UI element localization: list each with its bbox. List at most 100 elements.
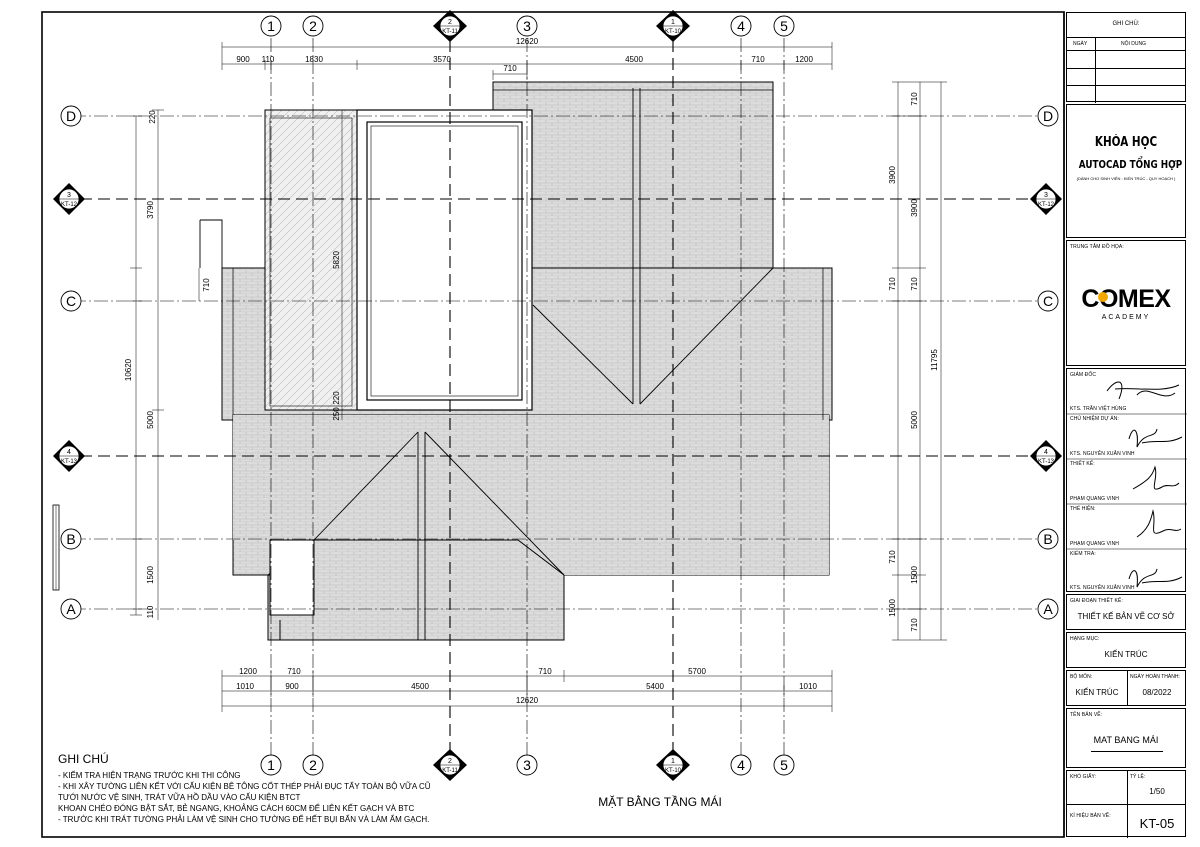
grid-bubble-row-B-right: B xyxy=(1037,528,1059,550)
svg-text:1500: 1500 xyxy=(146,566,155,584)
svg-text:1: 1 xyxy=(671,19,675,26)
svg-text:B: B xyxy=(66,531,75,547)
signature-block: GIÁM ĐỐC KTS. TRẦN VIỆT HÙNG CHỦ NHIỆM D… xyxy=(1066,368,1187,592)
scale-value: 1/50 xyxy=(1149,787,1165,796)
grid-bubble-col-2-bottom: 2 xyxy=(302,754,324,776)
svg-text:KT-12: KT-12 xyxy=(1038,202,1055,208)
svg-text:1010: 1010 xyxy=(236,682,254,691)
stair-box xyxy=(269,539,315,616)
grid-bubble-col-4-bottom: 4 xyxy=(730,754,752,776)
center-block: TRUNG TÂM ĐỒ HỌA: COMEX ACADEMY xyxy=(1066,240,1186,366)
note-line: - TRƯỚC KHI TRÁT TƯỜNG PHẢI LÀM VỆ SINH … xyxy=(58,815,430,824)
phase-block: GIAI ĐOẠN THIẾT KẾ: THIẾT KẾ BẢN VẼ CƠ S… xyxy=(1066,594,1186,630)
grid-bubble-row-A: A xyxy=(60,598,82,620)
course-title: KHÓA HỌC xyxy=(1094,135,1158,150)
pm-name: KTS. NGUYỄN XUÂN VINH xyxy=(1070,451,1135,457)
grid-row-bubbles-right: D C B A xyxy=(1037,105,1059,620)
sheet-title: MẶT BẰNG TẦNG MÁI xyxy=(598,795,722,809)
svg-text:C: C xyxy=(66,293,76,309)
sheet-code-value: KT-05 xyxy=(1139,816,1175,831)
svg-text:4500: 4500 xyxy=(625,55,643,64)
svg-text:1500: 1500 xyxy=(888,599,897,617)
logo-accent-dot xyxy=(1098,292,1108,302)
svg-text:710: 710 xyxy=(751,55,765,64)
section-marker-1-top: 1 KT-10 xyxy=(656,10,690,42)
svg-text:5000: 5000 xyxy=(146,411,155,429)
drawing-name-label: TÊN BẢN VẼ: xyxy=(1070,712,1103,718)
svg-text:900: 900 xyxy=(236,55,250,64)
logo-text: COMEX xyxy=(1081,285,1171,313)
discipline-label: BỘ MÔN: xyxy=(1070,674,1093,680)
svg-text:3: 3 xyxy=(1044,192,1048,199)
svg-text:3570: 3570 xyxy=(433,55,451,64)
svg-text:KT-13: KT-13 xyxy=(1038,459,1055,465)
svg-text:710: 710 xyxy=(503,64,517,73)
svg-text:2: 2 xyxy=(448,19,452,26)
svg-text:250: 250 xyxy=(332,407,341,421)
director-label: GIÁM ĐỐC xyxy=(1070,372,1097,378)
designer-label: THIẾT KẾ: xyxy=(1070,461,1095,467)
section-marker-2-top: 2 KT-11 xyxy=(433,10,467,42)
svg-text:A: A xyxy=(66,601,76,617)
section-marker-3-right: 3 KT-12 xyxy=(1030,183,1062,215)
grid-col-bubbles-bottom: 1 2 3 4 5 xyxy=(260,754,795,776)
svg-text:3790: 3790 xyxy=(146,201,155,219)
signatures xyxy=(1067,381,1187,588)
grid-bubble-row-B: B xyxy=(60,528,82,550)
section-marker-4-right: 4 KT-13 xyxy=(1030,440,1062,472)
svg-text:KT-12: KT-12 xyxy=(61,202,78,208)
note-line: TƯỚI NƯỚC VỆ SINH, TRÁT VỮA HỒ DẦU VÀO C… xyxy=(58,793,301,802)
svg-text:5700: 5700 xyxy=(688,667,706,676)
drawing-name-block: TÊN BẢN VẼ: MAT BANG MÁI xyxy=(1066,708,1186,768)
svg-text:110: 110 xyxy=(146,605,155,618)
category-block: HẠNG MỤC: KIẾN TRÚC xyxy=(1066,632,1186,668)
svg-text:710: 710 xyxy=(910,92,919,106)
completion-label: NGÀY HOÀN THÀNH: xyxy=(1130,674,1180,680)
grid-row-bubbles-left: D C B A xyxy=(60,105,82,620)
course-block: KHÓA HỌC AUTOCAD TỔNG HỢP (DÀNH CHO SINH… xyxy=(1066,104,1186,238)
revision-heading: GHI CHÚ: xyxy=(1112,21,1140,27)
section-marker-2-bottom: 2 KT-11 xyxy=(433,749,467,781)
grid-bubble-col-5-bottom: 5 xyxy=(773,754,795,776)
sheet-code-label: KÍ HIỆU BẢN VẼ: xyxy=(1070,813,1111,819)
svg-text:4: 4 xyxy=(737,757,745,773)
scale-label: TỶ LỆ: xyxy=(1130,774,1146,780)
svg-text:D: D xyxy=(1043,108,1053,124)
svg-text:710: 710 xyxy=(287,667,301,676)
section-marker-1-bottom: 1 KT-10 xyxy=(656,749,690,781)
checker-name: KTS. NGUYỄN XUÂN VINH xyxy=(1070,585,1135,591)
drawing-name-value: MAT BANG MÁI xyxy=(1093,735,1159,745)
grid-col-bubbles-top: 1 2 3 4 5 xyxy=(260,15,795,37)
svg-text:1: 1 xyxy=(267,18,275,34)
svg-text:1200: 1200 xyxy=(239,667,257,676)
revision-table: GHI CHÚ: NGÀY NỘI DUNG xyxy=(1066,12,1186,103)
svg-text:1010: 1010 xyxy=(799,682,817,691)
svg-text:710: 710 xyxy=(888,550,897,564)
roof-outline xyxy=(52,81,833,641)
svg-text:3900: 3900 xyxy=(910,199,919,217)
svg-text:12620: 12620 xyxy=(516,696,539,705)
svg-text:220: 220 xyxy=(148,110,157,124)
col-content: NỘI DUNG xyxy=(1121,41,1146,47)
center-label: TRUNG TÂM ĐỒ HỌA: xyxy=(1070,244,1124,250)
grid-bubble-col-1-bottom: 1 xyxy=(260,754,282,776)
section-marker-4-left: 4 KT-13 xyxy=(53,440,85,472)
grid-bubble-row-A-right: A xyxy=(1037,598,1059,620)
general-notes: GHI CHÚ - KIỂM TRA HIỆN TRẠNG TRƯỚC KHI … xyxy=(58,752,478,825)
director-name: KTS. TRẦN VIỆT HÙNG xyxy=(1070,406,1127,412)
svg-text:11795: 11795 xyxy=(930,349,939,371)
drafter-label: THỂ HIỆN: xyxy=(1070,506,1096,512)
svg-text:12620: 12620 xyxy=(516,37,539,46)
section-lines xyxy=(80,40,1030,755)
sheet-info-block: KHỔ GIẤY: TỶ LỆ: 1/50 KÍ HIỆU BẢN VẼ: KT… xyxy=(1066,770,1186,838)
course-audience: (DÀNH CHO SINH VIÊN : KIẾN TRÚC - QUY HO… xyxy=(1076,176,1176,181)
course-name: AUTOCAD TỔNG HỢP xyxy=(1078,158,1183,171)
svg-text:710: 710 xyxy=(202,278,211,292)
svg-text:4: 4 xyxy=(1044,449,1048,456)
drafter-name: PHẠM QUANG VINH xyxy=(1070,541,1120,547)
svg-text:2: 2 xyxy=(309,18,317,34)
svg-text:5820: 5820 xyxy=(332,251,341,269)
svg-text:5: 5 xyxy=(780,18,788,34)
svg-text:900: 900 xyxy=(285,682,299,691)
svg-text:3900: 3900 xyxy=(888,166,897,184)
